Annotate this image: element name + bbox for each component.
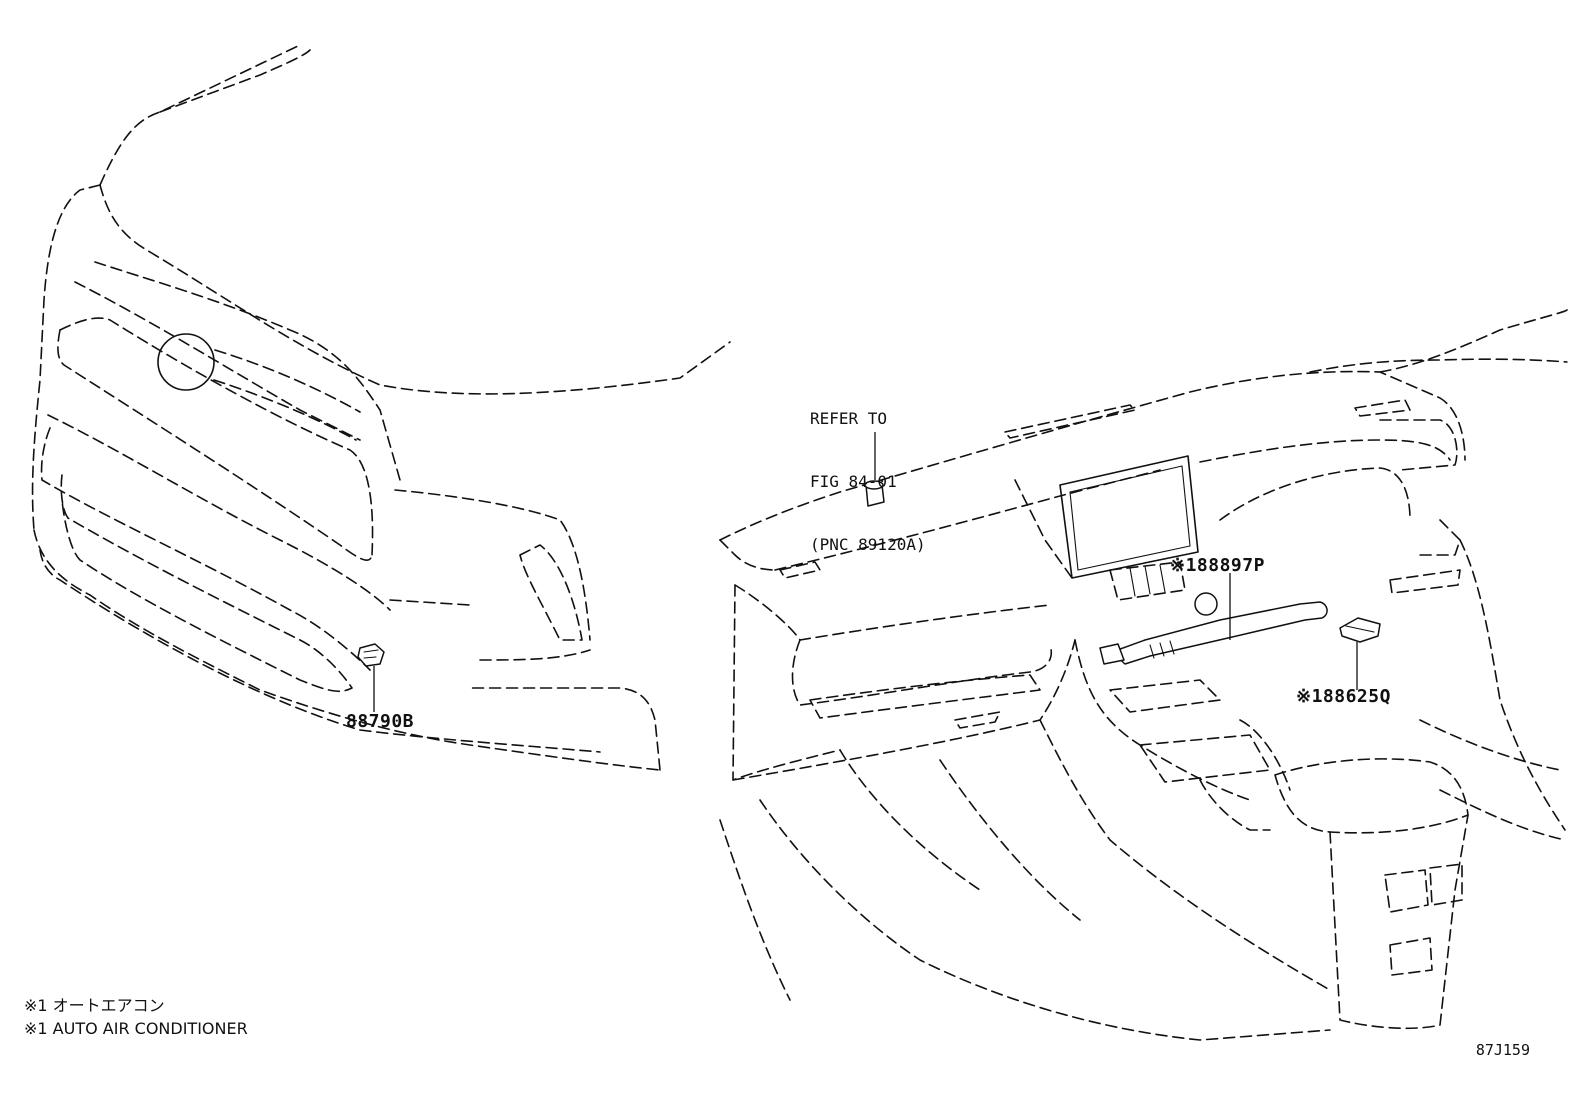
callout-88625Q: ※188625Q [1296,686,1391,707]
callout-88790B: 88790B [346,711,415,732]
reference-note-line: REFER TO [810,409,888,428]
figure-code: 87J159 [1475,1041,1530,1059]
reference-note-line: FIG 84-01 [810,472,897,491]
aspirator-hose-part [1099,592,1328,665]
legend-line-japanese: ※1 オートエアコン [24,996,165,1015]
callout-88897P: ※188897P [1170,555,1265,576]
solar-sensor-part [1339,617,1381,643]
ambient-sensor-part [357,643,385,667]
front-vehicle-view [31,44,731,771]
reference-note-line: (PNC 89120A) [810,535,926,554]
center-display [1059,455,1199,579]
interior-dashboard-view [719,309,1568,1041]
legend-line-english: ※1 AUTO AIR CONDITIONER [24,1019,248,1038]
reference-note: REFER TO FIG 84-01 (PNC 89120A) [810,366,926,597]
referenced-sensor-part [864,480,885,507]
emblem [157,333,215,391]
legend: ※1 オートエアコン ※1 AUTO AIR CONDITIONER [24,994,248,1040]
